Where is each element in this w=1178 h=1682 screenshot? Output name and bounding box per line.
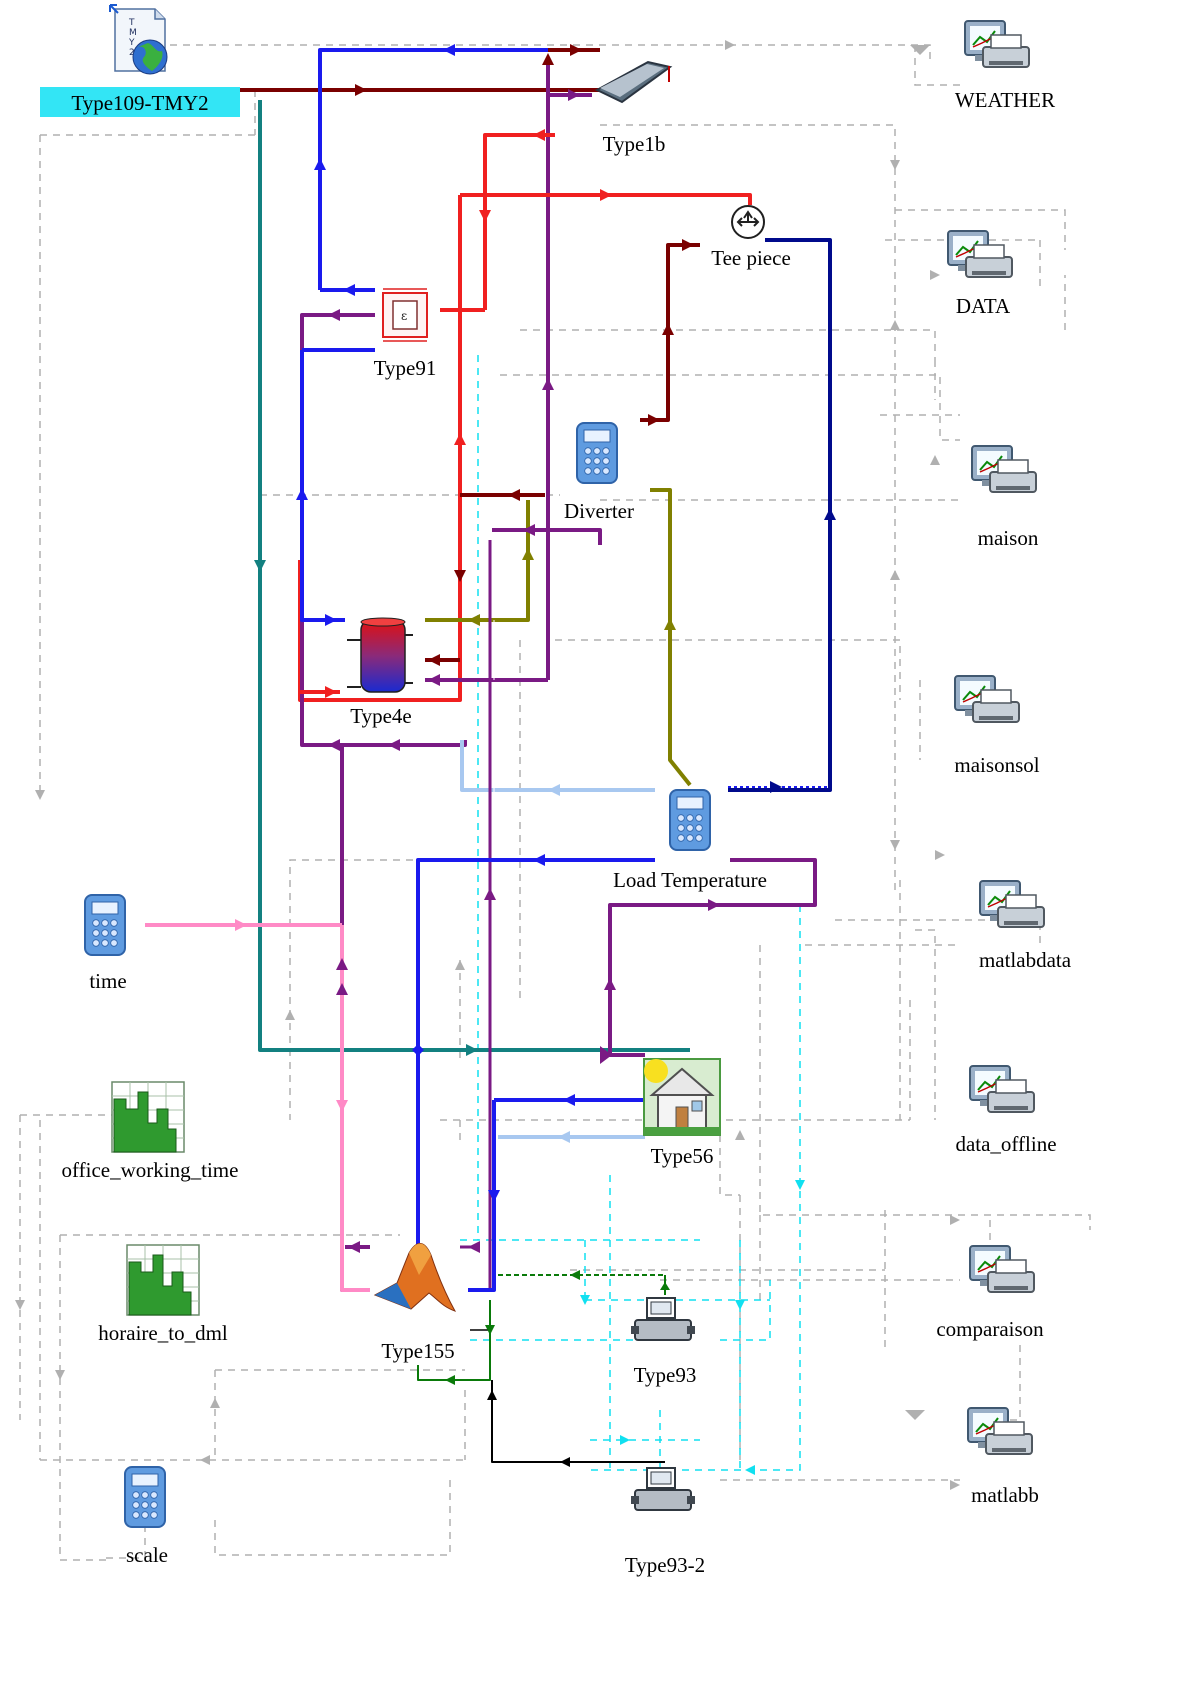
type155-component[interactable]: Type155 (373, 1243, 457, 1363)
storage-tank-icon (347, 617, 413, 693)
type109-highlight (40, 87, 240, 117)
type1b-component[interactable]: Type1b (594, 60, 673, 156)
type109-label: Type109-TMY2 (71, 91, 208, 115)
control-connections (19, 44, 1091, 1561)
svg-text:M: M (129, 28, 137, 38)
matlab-icon (373, 1243, 457, 1312)
type91-label: Type91 (374, 356, 437, 380)
type93-2-component[interactable]: Type93-2 (625, 1467, 705, 1577)
calculator-icon (84, 894, 126, 956)
svg-text:Y: Y (128, 38, 135, 48)
matlabb-label: matlabb (971, 1483, 1039, 1507)
solar-collector-icon (594, 60, 673, 104)
diverter-component[interactable]: Diverter (564, 422, 634, 523)
time-label: time (89, 969, 126, 993)
type56-component[interactable]: Type56 (643, 1058, 721, 1168)
comparaison-plotter-component[interactable]: comparaison (936, 1245, 1044, 1341)
type109-tmy2-component[interactable]: T M Y 2 Type109-TMY2 (40, 4, 240, 117)
type56-label: Type56 (651, 1144, 714, 1168)
type4e-label: Type4e (350, 704, 412, 728)
schedule-chart-icon (111, 1081, 185, 1153)
scale-component[interactable]: scale (124, 1466, 168, 1567)
load-temperature-label: Load Temperature (613, 868, 767, 892)
schedule-chart-icon (126, 1244, 200, 1316)
weather-label: WEATHER (955, 88, 1055, 112)
matlabdata-label: matlabdata (979, 948, 1072, 972)
scale-label: scale (126, 1543, 168, 1567)
type1b-label: Type1b (603, 132, 666, 156)
online-plotter-icon (969, 1245, 1035, 1293)
tee-piece-label: Tee piece (711, 246, 791, 270)
tee-piece-icon (731, 205, 765, 239)
office-working-time-component[interactable]: office_working_time (62, 1081, 239, 1182)
maison-plotter-component[interactable]: maison (971, 445, 1039, 550)
maison-label: maison (978, 526, 1039, 550)
diverter-label: Diverter (564, 499, 634, 523)
data-plotter-component[interactable]: DATA (947, 230, 1013, 318)
load-temperature-component[interactable]: Load Temperature (613, 789, 767, 892)
svg-text:ε: ε (401, 309, 407, 323)
online-plotter-icon (971, 445, 1037, 493)
type93-component[interactable]: Type93 (630, 1297, 697, 1387)
type91-component[interactable]: ε Type91 (374, 288, 437, 380)
type93-label: Type93 (634, 1363, 697, 1387)
data-offline-plotter-component[interactable]: data_offline (955, 1065, 1057, 1156)
online-plotter-icon (979, 880, 1045, 928)
flow-arrows (15, 40, 960, 1490)
time-component[interactable]: time (84, 894, 127, 993)
weather-plotter-component[interactable]: WEATHER (955, 20, 1055, 112)
online-plotter-icon (964, 20, 1030, 68)
matlabdata-plotter-component[interactable]: matlabdata (979, 880, 1072, 972)
type155-label: Type155 (381, 1339, 454, 1363)
calculator-icon (124, 1466, 166, 1528)
svg-text:T: T (128, 18, 135, 28)
calculator-icon (576, 422, 618, 484)
comparaison-label: comparaison (936, 1317, 1044, 1341)
office-working-time-label: office_working_time (62, 1158, 239, 1182)
online-plotter-icon (954, 675, 1020, 723)
type4e-component[interactable]: Type4e (347, 617, 413, 728)
data-offline-label: data_offline (955, 1132, 1056, 1156)
tee-piece-component[interactable]: Tee piece (711, 205, 791, 270)
horaire-to-dml-label: horaire_to_dml (98, 1321, 228, 1345)
svg-text:2: 2 (129, 48, 135, 58)
printer-icon (630, 1297, 696, 1341)
printer-icon (630, 1467, 696, 1511)
heat-exchanger-icon: ε (382, 288, 428, 342)
maisonsol-label: maisonsol (954, 753, 1039, 777)
building-icon (643, 1058, 721, 1136)
type93-2-label: Type93-2 (625, 1553, 705, 1577)
tmy2-weather-file-icon: T M Y 2 (109, 4, 168, 75)
matlabb-plotter-component[interactable]: matlabb (967, 1407, 1039, 1507)
online-plotter-icon (967, 1407, 1033, 1455)
calculator-icon (669, 789, 711, 851)
online-plotter-icon (947, 230, 1013, 278)
online-plotter-icon (969, 1065, 1035, 1113)
data-label: DATA (956, 294, 1011, 318)
maisonsol-plotter-component[interactable]: maisonsol (954, 675, 1040, 777)
cyan-control-connections (460, 355, 801, 1471)
horaire-to-dml-component[interactable]: horaire_to_dml (98, 1244, 228, 1345)
